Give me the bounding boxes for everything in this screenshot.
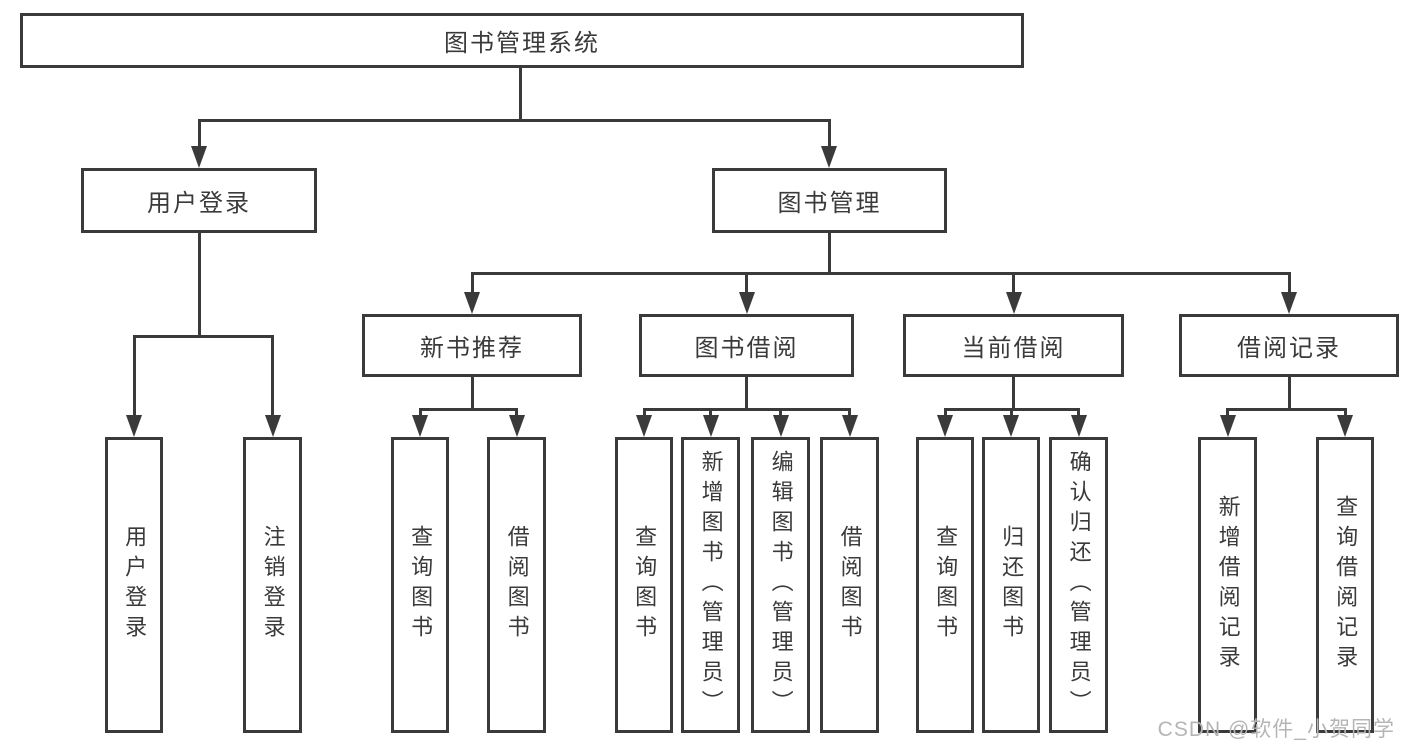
connector-bookborrow-stem — [745, 377, 748, 411]
leaf-current-return: 归还图书 — [982, 437, 1040, 733]
arrow-down-icon — [1219, 415, 1236, 437]
connector-bookmgmt-drop — [1012, 272, 1015, 294]
connector-bookborrow-drop — [642, 408, 646, 420]
node-root: 图书管理系统 — [20, 13, 1024, 68]
arrow-down-icon — [126, 415, 142, 437]
node-user-login: 用户登录 — [81, 168, 317, 233]
connector-bookmgmt-drop — [745, 272, 748, 294]
connector-newbook-hline — [418, 408, 518, 411]
node-new-book-recommend: 新书推荐 — [362, 314, 582, 377]
node-book-borrow-label: 图书借阅 — [694, 335, 799, 362]
arrow-down-icon — [702, 415, 719, 437]
connector-bookborrow-drop — [779, 408, 782, 420]
connector-newbook-stem — [470, 377, 474, 411]
leaf-user-login-label: 用户登录 — [122, 525, 148, 645]
arrow-down-icon — [636, 415, 652, 437]
connector-userlogin-drop — [271, 335, 274, 417]
arrow-down-icon — [738, 292, 755, 314]
connector-bookmgmt-drop — [470, 272, 474, 294]
connector-root-stem — [518, 68, 522, 122]
connector-root-right-drop — [827, 119, 831, 148]
leaf-borrow-add-admin: 新增图书（管理员） — [681, 437, 740, 733]
connector-currentborrow-drop — [1009, 408, 1013, 420]
leaf-current-confirm-admin: 确认归还（管理员） — [1049, 437, 1108, 733]
connector-records-drop — [1343, 408, 1347, 420]
connector-root-hline — [197, 119, 831, 122]
connector-root-left-drop — [197, 119, 201, 148]
leaf-user-login: 用户登录 — [105, 437, 163, 733]
node-current-borrow-label: 当前借阅 — [961, 335, 1066, 362]
connector-newbook-drop — [418, 408, 422, 420]
leaf-logout-label: 注销登录 — [260, 525, 286, 645]
arrow-down-icon — [821, 146, 837, 168]
leaf-borrow-add-admin-label: 新增图书（管理员） — [698, 450, 724, 720]
arrow-down-icon — [937, 415, 953, 437]
connector-bookborrow-drop — [709, 408, 712, 420]
leaf-current-return-label: 归还图书 — [999, 525, 1025, 645]
leaf-record-query-label: 查询借阅记录 — [1333, 495, 1359, 675]
arrow-down-icon — [264, 415, 281, 437]
arrow-down-icon — [412, 415, 428, 437]
connector-userlogin-drop — [132, 335, 136, 417]
csdn-watermark: CSDN @软件_小贺同学 — [1157, 718, 1395, 741]
connector-userlogin-stem — [197, 233, 201, 338]
leaf-newbook-query: 查询图书 — [391, 437, 449, 733]
leaf-record-add-label: 新增借阅记录 — [1215, 495, 1241, 675]
connector-bookmgmt-drop — [1287, 272, 1291, 294]
node-new-book-recommend-label: 新书推荐 — [420, 335, 524, 362]
arrow-down-icon — [191, 146, 207, 168]
node-book-borrow: 图书借阅 — [639, 314, 854, 377]
arrow-down-icon — [1070, 415, 1087, 437]
arrow-down-icon — [1005, 292, 1022, 314]
leaf-newbook-borrow-label: 借阅图书 — [504, 525, 530, 645]
leaf-borrow-edit-admin: 编辑图书（管理员） — [751, 437, 810, 733]
leaf-newbook-borrow: 借阅图书 — [487, 437, 546, 733]
node-current-borrow: 当前借阅 — [903, 314, 1124, 377]
arrow-down-icon — [464, 292, 480, 314]
node-root-label: 图书管理系统 — [444, 30, 600, 57]
connector-records-hline — [1226, 408, 1347, 411]
leaf-newbook-query-label: 查询图书 — [408, 525, 434, 645]
node-borrow-records-label: 借阅记录 — [1237, 335, 1341, 362]
connector-newbook-drop — [515, 408, 518, 420]
connector-bookmgmt-hline — [470, 272, 1291, 275]
connector-bookborrow-hline — [642, 408, 851, 411]
connector-records-stem — [1287, 377, 1291, 411]
node-user-login-label: 用户登录 — [147, 190, 251, 217]
connector-bookmgmt-stem — [827, 233, 831, 275]
leaf-borrow-edit-admin-label: 编辑图书（管理员） — [768, 450, 794, 720]
arrow-down-icon — [1281, 292, 1297, 314]
arrow-down-icon — [1003, 415, 1019, 437]
node-book-management-label: 图书管理 — [777, 190, 882, 217]
leaf-borrow-book-label: 借阅图书 — [837, 525, 863, 645]
arrow-down-icon — [1337, 415, 1353, 437]
arrow-down-icon — [841, 415, 858, 437]
leaf-borrow-query: 查询图书 — [615, 437, 673, 733]
connector-currentborrow-drop — [943, 408, 947, 420]
leaf-logout: 注销登录 — [243, 437, 302, 733]
leaf-current-query-label: 查询图书 — [933, 525, 959, 645]
leaf-borrow-query-label: 查询图书 — [632, 525, 658, 645]
leaf-current-confirm-admin-label: 确认归还（管理员） — [1066, 450, 1092, 720]
node-book-management: 图书管理 — [712, 168, 947, 233]
connector-bookborrow-drop — [848, 408, 851, 420]
connector-currentborrow-drop — [1077, 408, 1080, 420]
leaf-record-query: 查询借阅记录 — [1316, 437, 1374, 733]
node-borrow-records: 借阅记录 — [1179, 314, 1399, 377]
leaf-current-query: 查询图书 — [916, 437, 974, 733]
connector-records-drop — [1226, 408, 1229, 420]
arrow-down-icon — [508, 415, 525, 437]
leaf-borrow-book: 借阅图书 — [820, 437, 879, 733]
connector-currentborrow-stem — [1012, 377, 1015, 411]
leaf-record-add: 新增借阅记录 — [1198, 437, 1257, 733]
arrow-down-icon — [772, 415, 789, 437]
connector-userlogin-hline — [132, 335, 274, 338]
